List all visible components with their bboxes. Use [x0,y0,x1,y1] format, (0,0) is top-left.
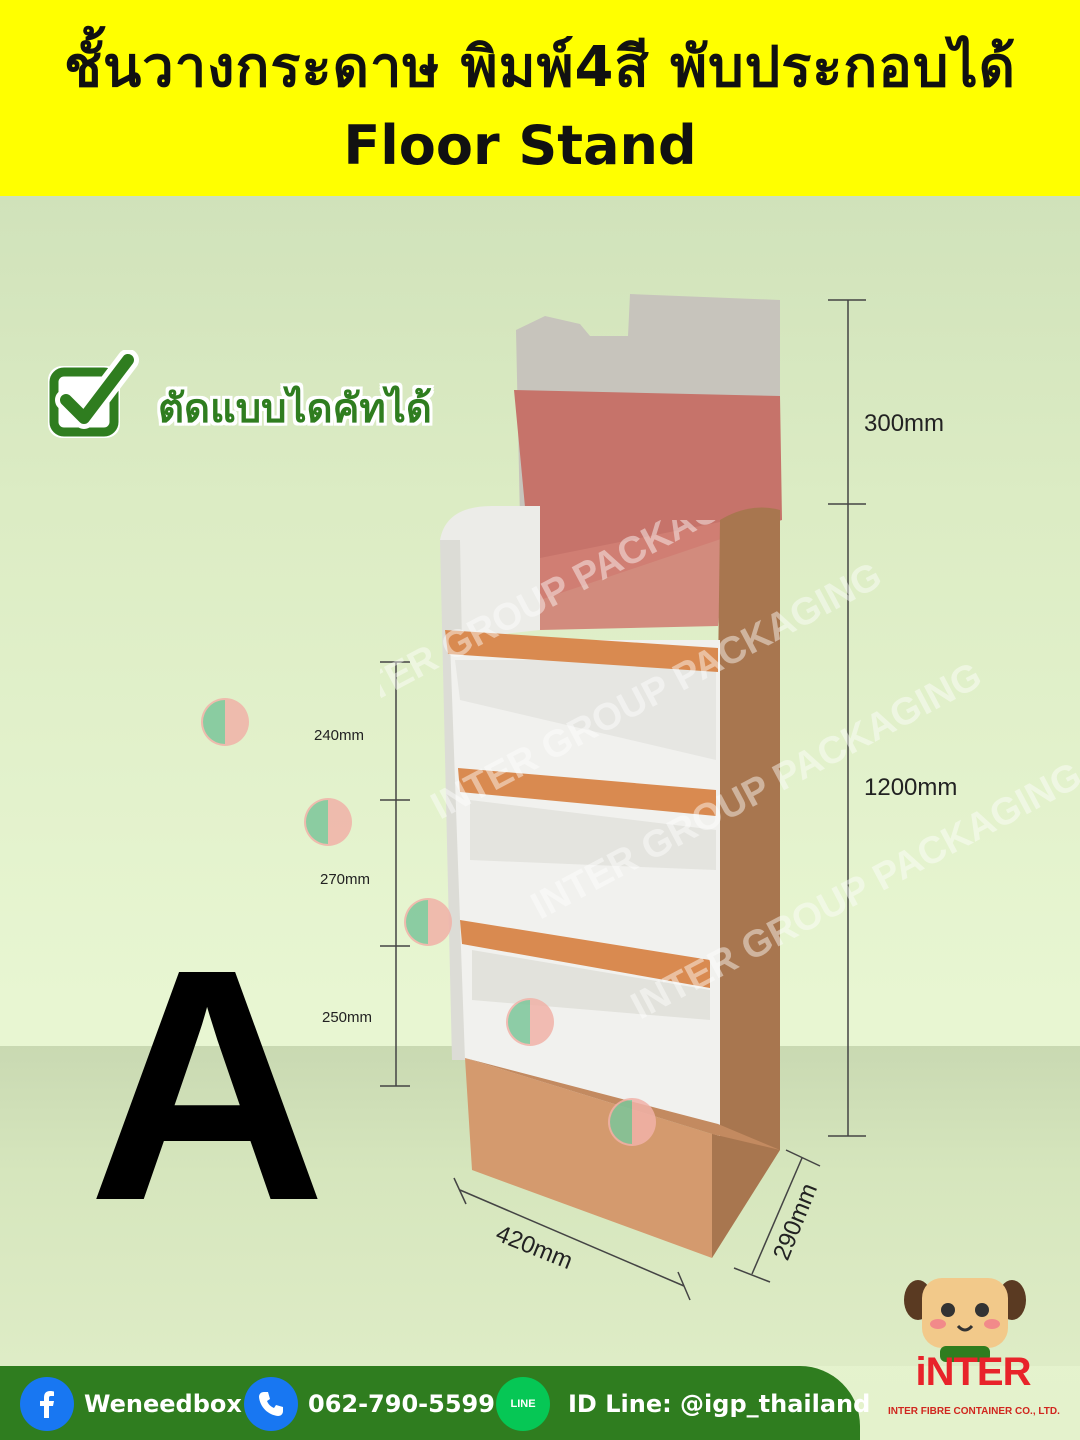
model-letter: A [88,900,327,1269]
phone-label: 062-790-5599 [308,1390,495,1418]
line-contact[interactable]: LINE ID Line: @igp_thailand [496,1376,870,1432]
brand-logo-word: iNTER [915,1350,1032,1394]
line-icon: LINE [496,1377,550,1431]
checkmark-icon [48,350,139,438]
dim-header-height: 300mm [864,410,945,437]
mascot-illustration [904,1278,1026,1362]
brand-logo: iNTER INTER FIBRE CONTAINER CO., LTD. [888,1350,1060,1420]
line-id-label: ID Line: @igp_thailand [568,1390,871,1418]
dim-total-height: 1200mm [864,774,958,801]
diecut-badge: ตัดแบบไดคัทได้ [40,350,480,460]
facebook-contact[interactable]: Weneedbox [20,1376,242,1432]
line-badge-text: LINE [510,1398,536,1410]
phone-icon [244,1377,298,1431]
stand-inner-left [440,506,540,640]
header-banner: ชั้นวางกระดาษ พิมพ์4สี พับประกอบได้ Floo… [0,0,1080,196]
page-title-english: Floor Stand [343,114,697,177]
stand-side-panel [712,507,780,1258]
dim-shelf-2: 270mm [320,871,371,888]
contact-footer [0,1366,860,1440]
stand-header-card [514,294,782,630]
brand-company-name: INTER FIBRE CONTAINER CO., LTD. [888,1406,1060,1417]
stand-base [465,1058,712,1258]
dimension-lines [380,299,866,1301]
facebook-label: Weneedbox [84,1390,242,1418]
facebook-icon [20,1377,74,1431]
page-title-thai: ชั้นวางกระดาษ พิมพ์4สี พับประกอบได้ [64,35,1016,100]
dim-shelf-1: 240mm [314,727,365,744]
dim-shelf-3: 250mm [322,1009,373,1026]
brand-marks [201,698,656,1146]
phone-contact[interactable]: 062-790-5599 [244,1376,495,1432]
diecut-badge-label: ตัดแบบไดคัทได้ [158,386,432,432]
